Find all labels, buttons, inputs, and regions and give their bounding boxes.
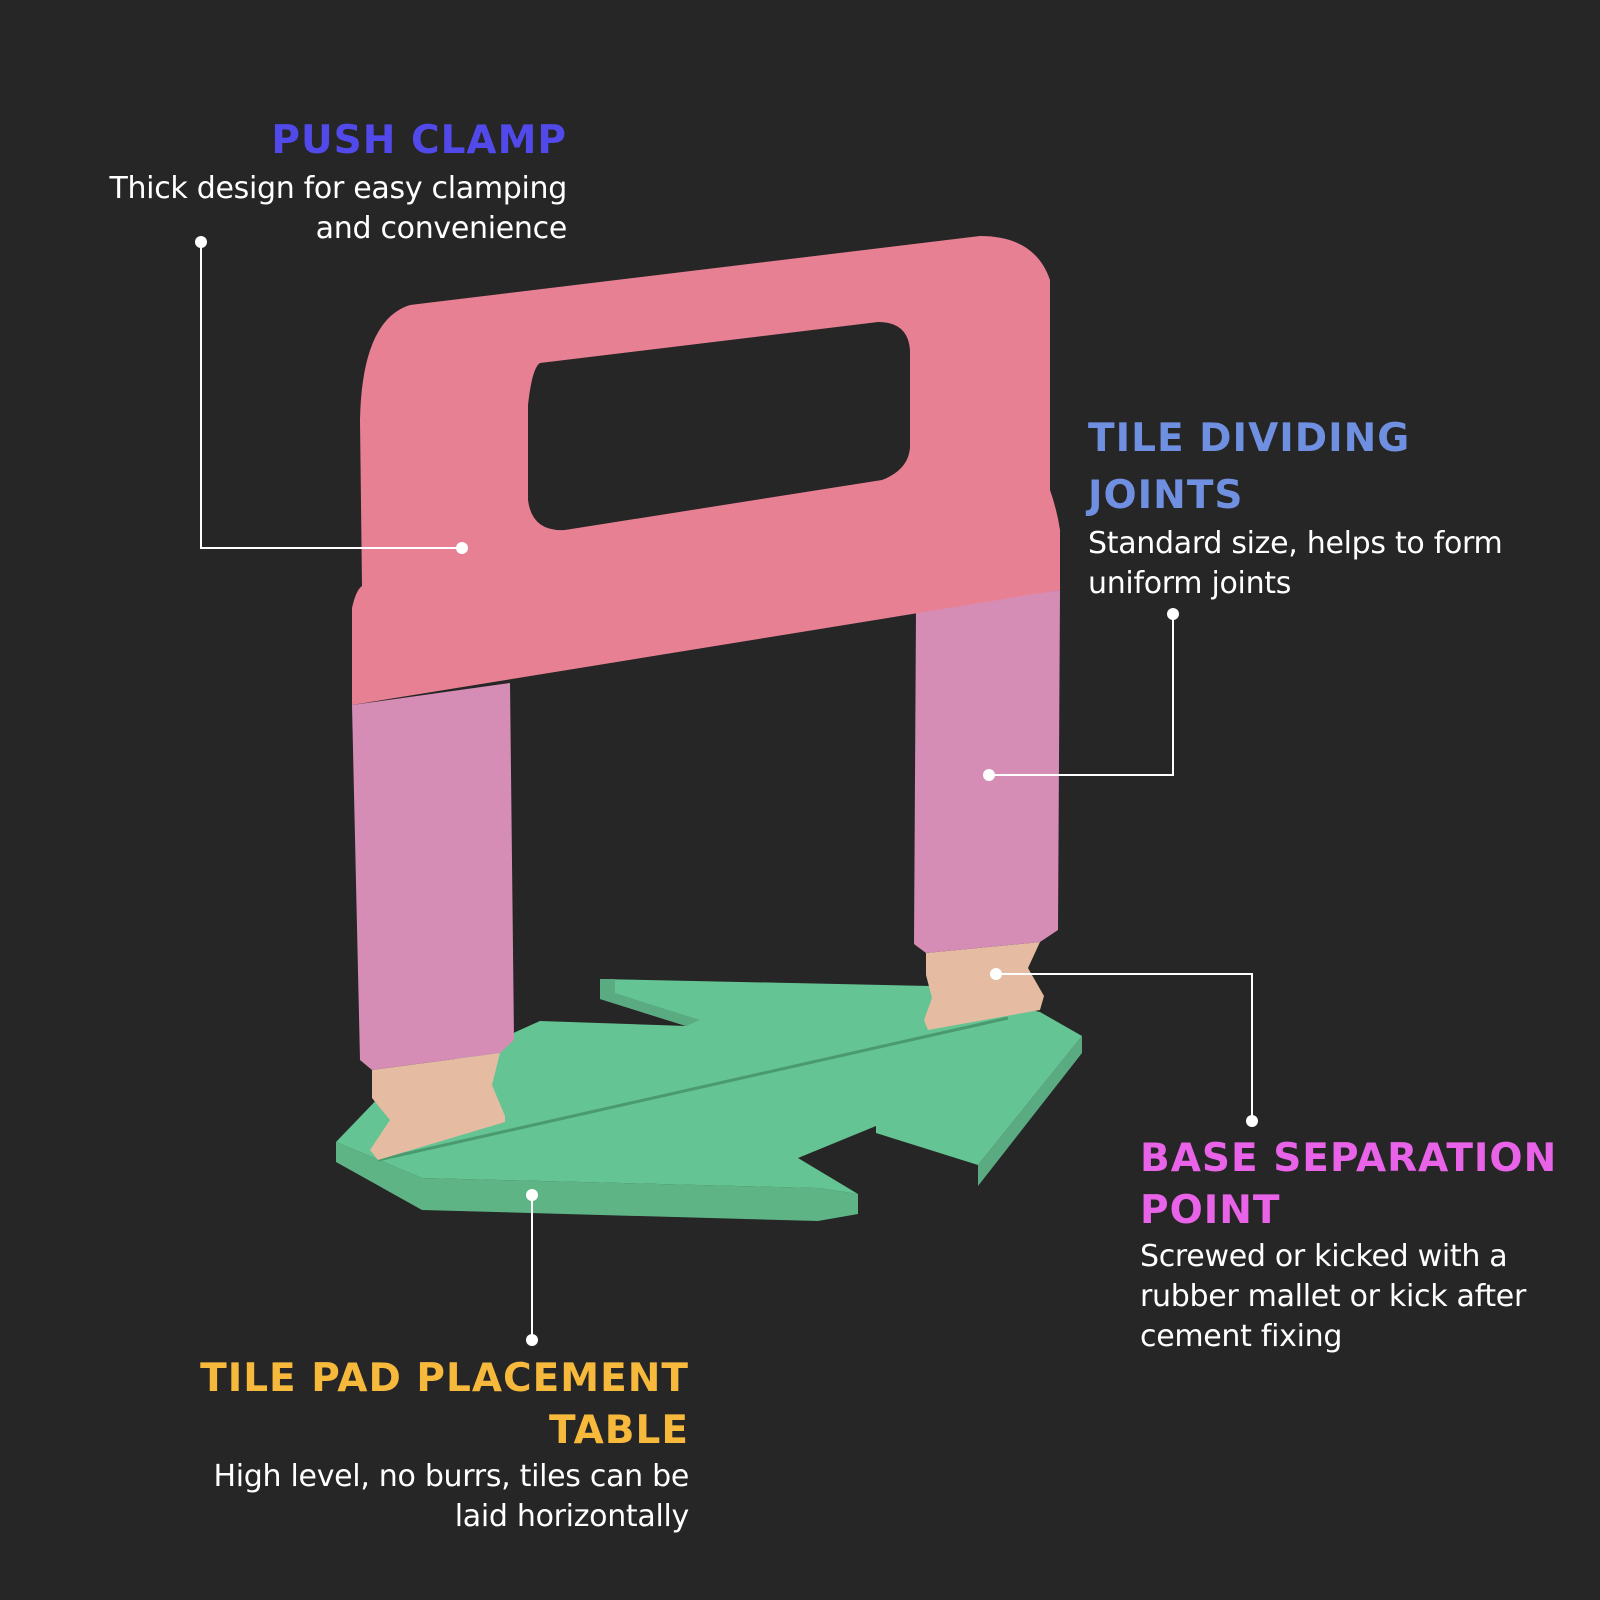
base-separation-point-callout: BASE SEPARATION POINT Screwed or kicked …: [1140, 1133, 1600, 1357]
push-clamp-target-dot: [456, 542, 468, 554]
table-desc-line1: High level, no burrs, tiles can be: [213, 1459, 690, 1494]
push-clamp: [352, 236, 1060, 705]
base-separation-anchor-dot: [1246, 1115, 1258, 1127]
left-joint-leg: [352, 683, 514, 1070]
push-clamp-title: PUSH CLAMP: [271, 118, 567, 163]
joints-title-line1: TILE DIVIDING: [1088, 416, 1411, 461]
table-target-dot: [526, 1189, 538, 1201]
joints-target-dot: [983, 769, 995, 781]
push-clamp-desc-line2: and convenience: [315, 211, 568, 246]
leader-dots: [195, 236, 1258, 1346]
base-separation-title-line1: BASE SEPARATION: [1140, 1136, 1558, 1181]
base-separation-target-dot: [990, 968, 1002, 980]
base-plate: [336, 979, 1082, 1221]
push-clamp-anchor-dot: [195, 236, 207, 248]
tile-dividing-joints-callout: TILE DIVIDING JOINTS Standard size, help…: [1088, 410, 1588, 604]
base-separation-desc-line1: Screwed or kicked with a: [1140, 1239, 1508, 1274]
leader-lines: [200, 242, 1253, 1340]
joints-title-line2: JOINTS: [1088, 473, 1244, 518]
base-separation-title-line2: POINT: [1140, 1188, 1281, 1233]
base-separation-leader-line: [996, 973, 1253, 1121]
push-clamp-leader-line: [200, 242, 462, 549]
push-clamp-desc-line1: Thick design for easy clamping: [109, 171, 567, 206]
right-base-connector: [924, 942, 1044, 1030]
base-plate-front-edge: [336, 1142, 858, 1221]
joints-leader-line: [989, 614, 1174, 776]
joints-anchor-dot: [1167, 608, 1179, 620]
base-separation-groove: [377, 1016, 1009, 1162]
base-separation-desc-line3: cement fixing: [1140, 1319, 1343, 1354]
table-anchor-dot: [526, 1334, 538, 1346]
table-title-line2: TABLE: [549, 1408, 689, 1453]
joints-desc-line1: Standard size, helps to form: [1088, 526, 1503, 561]
table-title-line1: TILE PAD PLACEMENT: [200, 1356, 689, 1401]
left-base-connector: [370, 1053, 505, 1160]
table-desc-line2: laid horizontally: [454, 1499, 690, 1534]
base-plate-right-side: [978, 1036, 1082, 1186]
base-separation-desc-line2: rubber mallet or kick after: [1140, 1279, 1527, 1314]
joints-desc-line2: uniform joints: [1088, 566, 1292, 601]
push-clamp-callout: PUSH CLAMP Thick design for easy clampin…: [47, 112, 567, 249]
base-plate-back-step: [600, 979, 700, 1026]
tile-pad-placement-table-callout: TILE PAD PLACEMENT TABLE High level, no …: [29, 1353, 689, 1537]
